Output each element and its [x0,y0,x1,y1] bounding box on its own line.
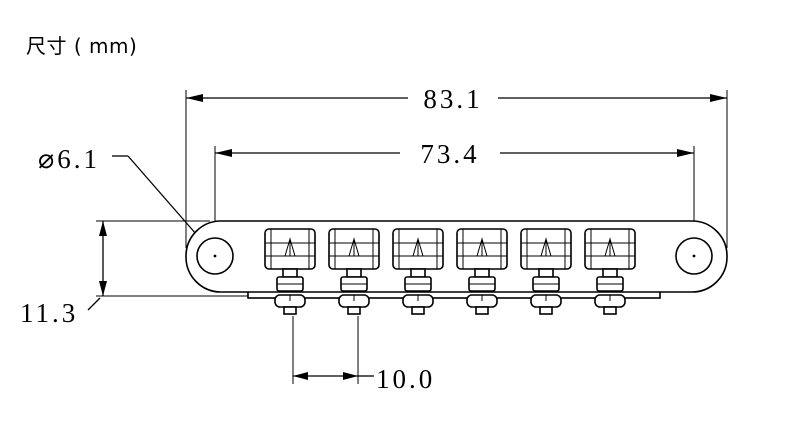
units-title: 尺寸 ( mm) [26,34,138,58]
dimension-overall-length-label: 83.1 [423,84,482,114]
dimension-hole-diameter-label: ⌀6.1 [38,144,100,174]
dimension-hole-diameter: ⌀6.1 [38,144,211,251]
dimension-hole-spacing: 73.4 [215,139,694,169]
dimension-height-label: 11.3 [20,298,78,328]
mounting-hole-left [196,237,234,275]
dimension-saddle-spacing-label: 10.0 [376,364,435,394]
dimension-height: 11.3 [20,221,107,328]
dimension-overall-length: 83.1 [186,84,727,114]
mounting-hole-right [675,237,713,275]
dimension-saddle-spacing: 10.0 [293,364,435,394]
dimension-hole-spacing-label: 73.4 [420,139,479,169]
